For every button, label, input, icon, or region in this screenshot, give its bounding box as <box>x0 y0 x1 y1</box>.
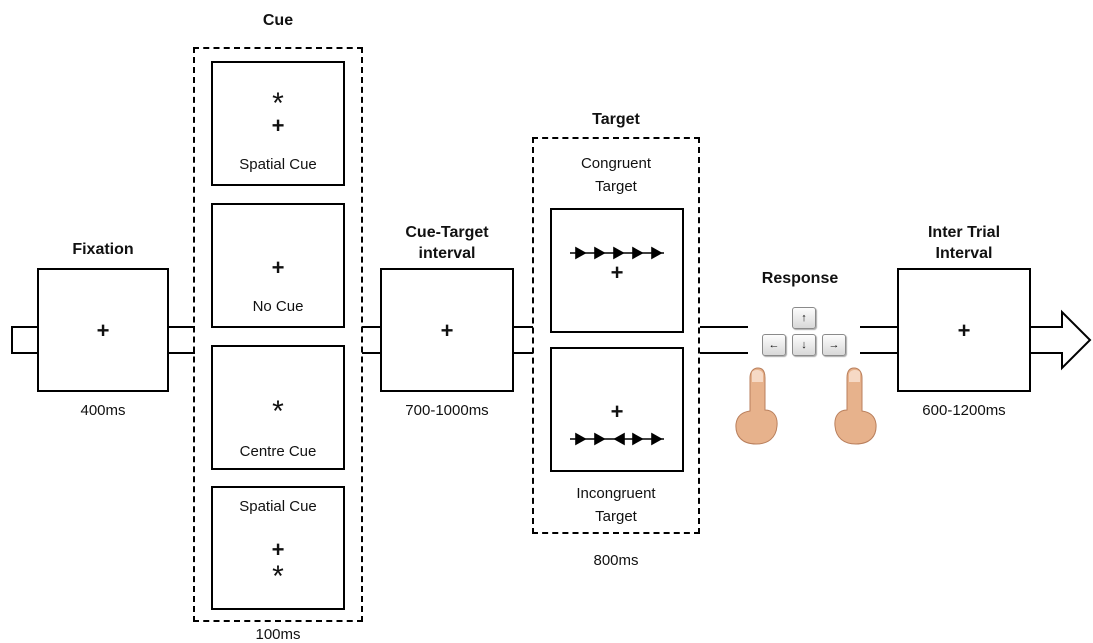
iti-screen: + <box>897 268 1031 392</box>
arrow-right-icon <box>575 432 587 446</box>
finger-right-icon <box>834 367 877 445</box>
arrow-right-icon <box>651 246 663 260</box>
incongruent-label-line1: Incongruent <box>576 485 656 502</box>
fixation-title: Fixation <box>72 241 134 258</box>
target-cross: + <box>610 399 624 424</box>
arrow-right-icon <box>632 432 644 446</box>
cti-title-line1: Cue-Target <box>405 224 489 241</box>
incongruent-target-screen: + <box>550 347 684 472</box>
incongruent-flankers <box>570 432 664 446</box>
fixation-cross: + <box>96 318 110 343</box>
cue-cross: + <box>271 255 285 280</box>
flow-start-stub <box>11 326 37 354</box>
cue-label: No Cue <box>252 298 304 315</box>
cti-screen: + <box>380 268 514 392</box>
cue-cross: + <box>271 113 285 138</box>
key-up: ↑ <box>792 307 816 329</box>
cue-label: Centre Cue <box>239 443 317 460</box>
finger-left-icon <box>735 367 778 445</box>
arrow-right-icon <box>651 432 663 446</box>
key-down: ↓ <box>792 334 816 356</box>
incongruent-label-line2: Target <box>595 508 637 525</box>
cti-cross: + <box>440 318 454 343</box>
arrow-right-icon <box>594 432 606 446</box>
arrow-left-icon <box>613 432 625 446</box>
cti-duration: 700-1000ms <box>405 402 489 419</box>
cti-title-line2: interval <box>418 245 476 262</box>
iti-title-line2: Interval <box>935 245 993 262</box>
cue-star: * <box>272 395 284 428</box>
fixation-screen: + <box>37 268 169 392</box>
cue-panel-centre-cue: * Centre Cue <box>211 345 345 470</box>
cue-cross: + <box>271 537 285 562</box>
cue-label: Spatial Cue <box>239 156 317 173</box>
congruent-label-line1: Congruent <box>580 155 652 172</box>
congruent-target-screen: + <box>550 208 684 333</box>
arrow-right-icon <box>594 246 606 260</box>
cue-panel-no-cue: + No Cue <box>211 203 345 328</box>
target-title: Target <box>592 111 640 128</box>
cue-star: * <box>272 87 284 120</box>
cue-panel-spatial-bottom: Spatial Cue + * <box>211 486 345 610</box>
congruent-flankers <box>570 246 664 260</box>
iti-title-line1: Inter Trial <box>927 224 1001 241</box>
flow-arrow-icon <box>1030 309 1092 371</box>
target-group <box>532 137 700 534</box>
target-duration: 800ms <box>593 552 639 569</box>
key-left: ← <box>762 334 786 356</box>
cue-duration: 100ms <box>255 626 301 643</box>
arrow-right-icon <box>575 246 587 260</box>
response-title: Response <box>761 270 839 287</box>
fixation-duration: 400ms <box>80 402 126 419</box>
arrow-right-icon <box>632 246 644 260</box>
congruent-label-line2: Target <box>595 178 637 195</box>
iti-duration: 600-1200ms <box>922 402 1006 419</box>
target-cross: + <box>610 260 624 285</box>
iti-cross: + <box>957 318 971 343</box>
cue-label: Spatial Cue <box>239 498 317 515</box>
arrow-right-icon <box>613 246 625 260</box>
cue-star: * <box>272 560 284 593</box>
cue-panel-spatial-top: * + Spatial Cue <box>211 61 345 186</box>
cue-title: Cue <box>262 12 294 29</box>
key-right: → <box>822 334 846 356</box>
cue-group <box>193 47 363 622</box>
